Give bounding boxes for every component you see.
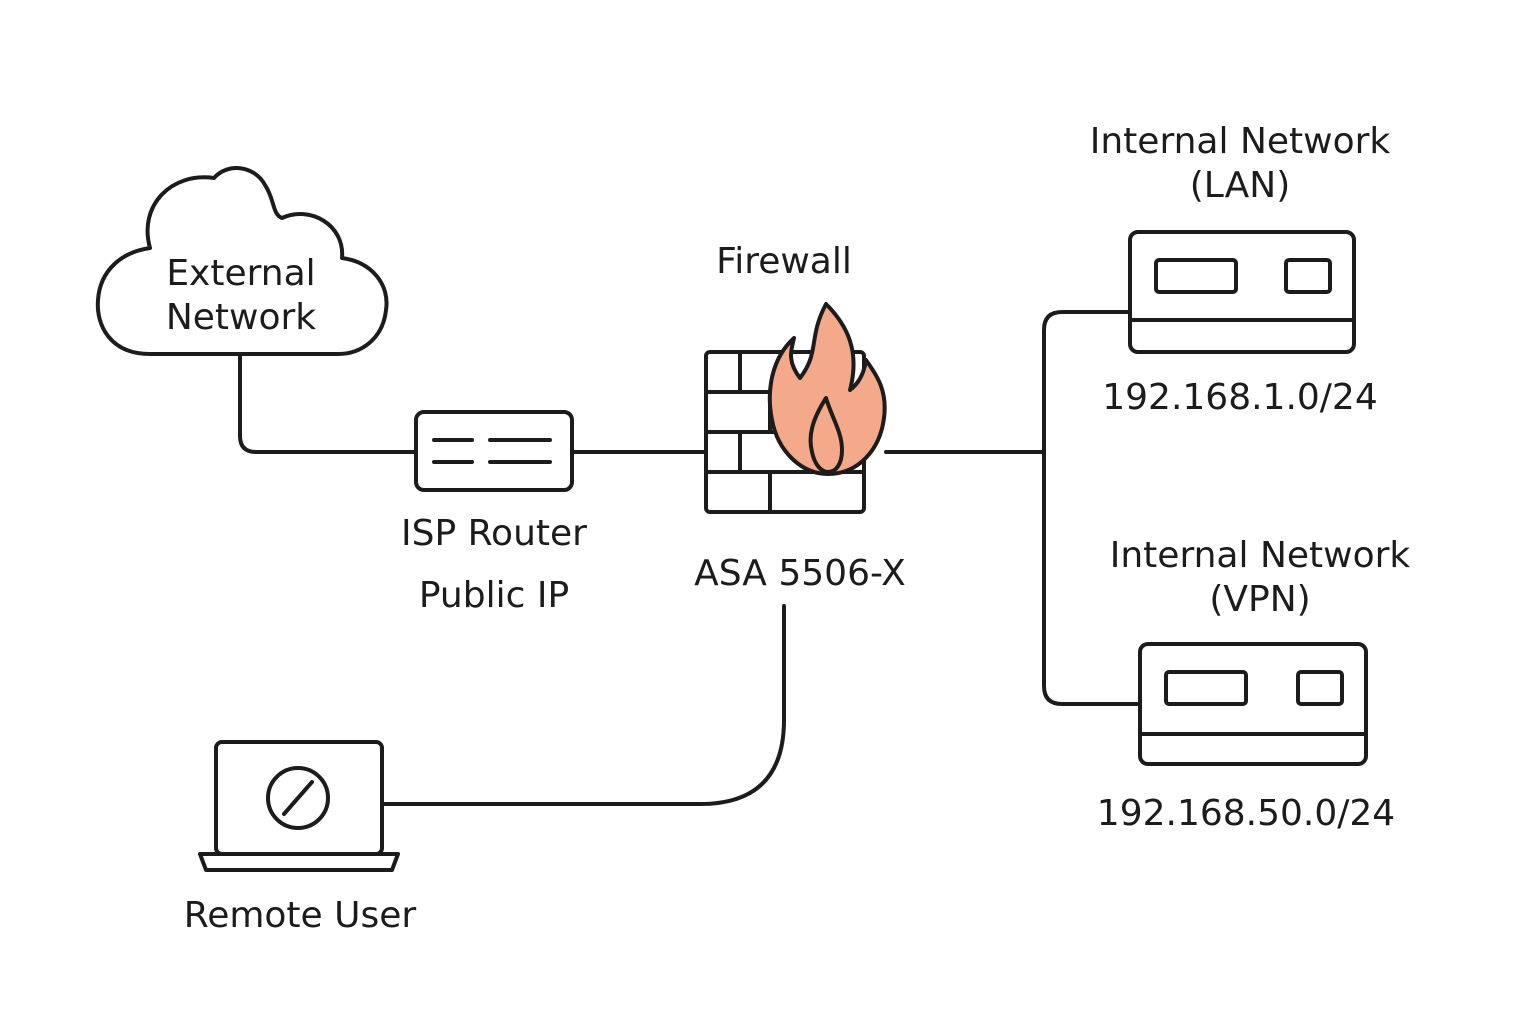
public-ip-label: Public IP (418, 575, 570, 616)
vpn-subnet-label: 192.168.50.0/24 (1096, 793, 1396, 834)
external-network-label: External Network (166, 252, 316, 340)
vpn-title: Internal Network (VPN) (1110, 534, 1411, 622)
switch-icon (1128, 230, 1356, 354)
link-trunk-to-vpn (1042, 450, 1142, 706)
firewall-title: Firewall (716, 241, 852, 282)
laptop-icon (198, 740, 400, 872)
lan-title-line1: Internal Network (1089, 121, 1391, 162)
vpn-title-line1: Internal Network (1109, 535, 1411, 576)
firewall-icon (704, 302, 887, 514)
flame-icon (767, 302, 887, 476)
link-firewall-to-remote-user (380, 604, 786, 806)
isp-router-label: ISP Router (401, 513, 587, 554)
lan-title-line2: (LAN) (1189, 165, 1291, 206)
lan-title: Internal Network (LAN) (1090, 120, 1391, 208)
remote-user-label: Remote User (183, 895, 417, 936)
router-icon (414, 410, 574, 492)
lan-subnet-label: 192.168.1.0/24 (1102, 377, 1378, 418)
firewall-model-label: ASA 5506-X (694, 553, 906, 594)
link-trunk-to-lan (1042, 310, 1132, 454)
vpn-title-line2: (VPN) (1209, 579, 1311, 620)
cloud-icon (95, 166, 389, 356)
switch-icon (1138, 642, 1368, 766)
link-cloud-to-router (238, 354, 418, 454)
external-network-line1: External (166, 253, 316, 294)
external-network-line2: Network (165, 297, 317, 338)
